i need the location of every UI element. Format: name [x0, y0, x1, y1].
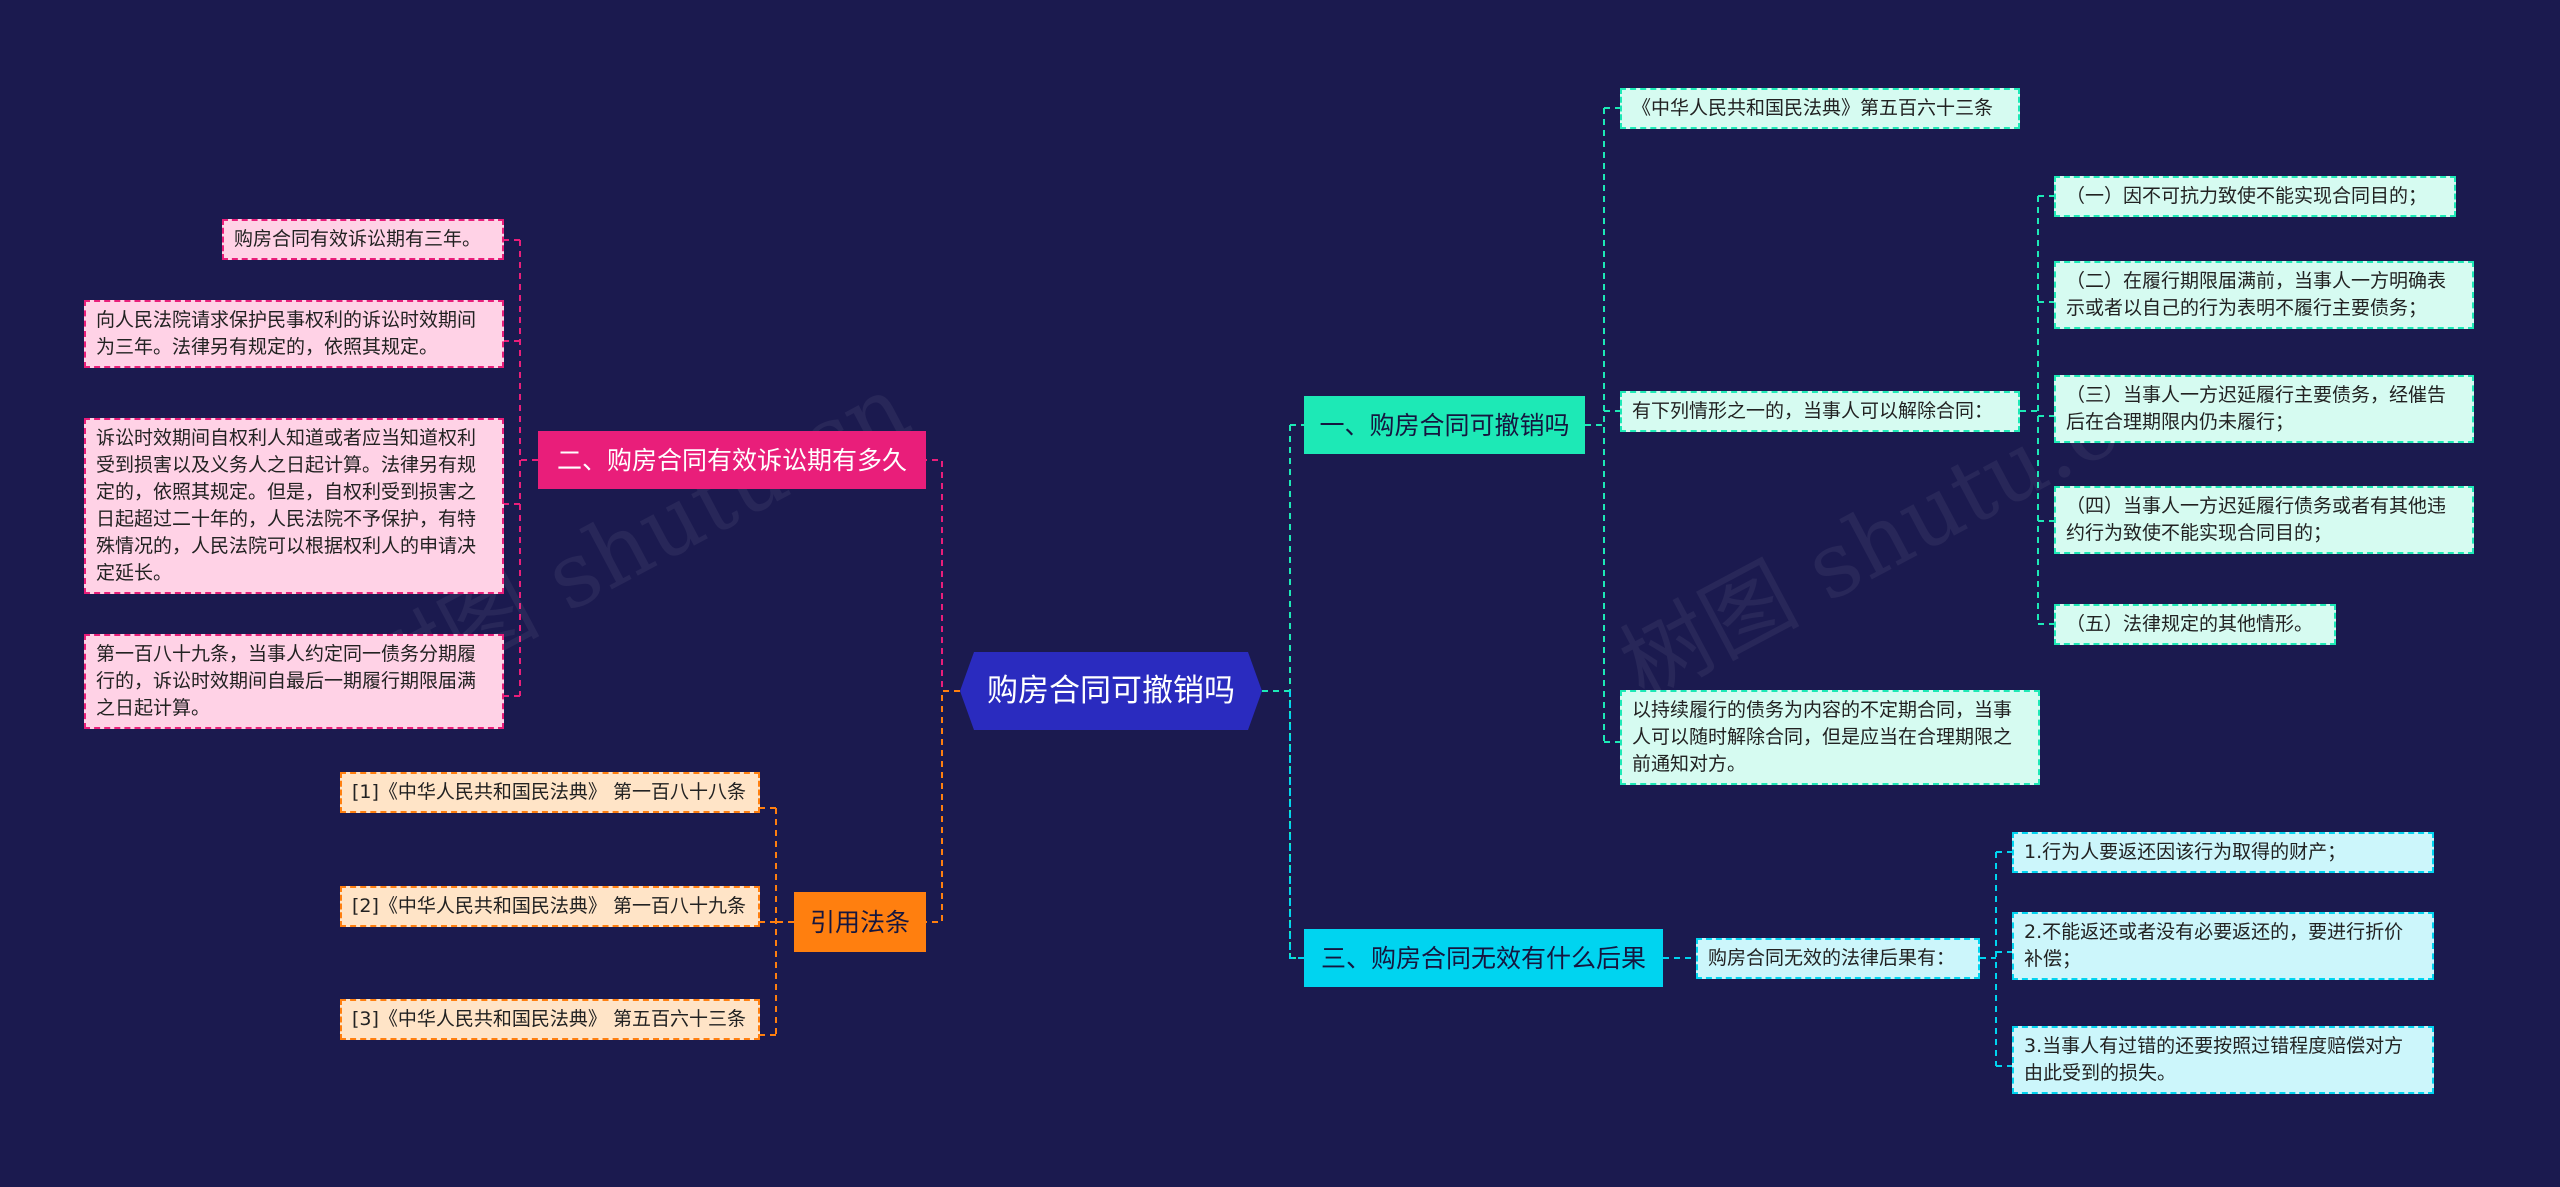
- b1-item-2[interactable]: （二）在履行期限届满前，当事人一方明确表示或者以自己的行为表明不履行主要债务；: [2054, 261, 2474, 329]
- connector-b2-items: [504, 239, 538, 697]
- b3-item-2-text: 2.不能返还或者没有必要返还的，要进行折价补偿；: [2024, 921, 2404, 970]
- branch-topic-3-label: 三、购房合同无效有什么后果: [1320, 943, 1646, 973]
- b1-item-5[interactable]: （五）法律规定的其他情形。: [2054, 604, 2336, 645]
- b2-item-1[interactable]: 购房合同有效诉讼期有三年。: [222, 219, 504, 260]
- b1-item-2-text: （二）在履行期限届满前，当事人一方明确表示或者以自己的行为表明不履行主要债务；: [2066, 270, 2447, 319]
- root-topic-label: 购房合同可撤销吗: [987, 672, 1235, 709]
- b1-law-text: 《中华人民共和国民法典》第五百六十三条: [1632, 97, 1994, 119]
- branch-topic-1[interactable]: 一、购房合同可撤销吗: [1304, 396, 1585, 454]
- b2-item-1-text: 购房合同有效诉讼期有三年。: [234, 228, 482, 250]
- b1-item-1[interactable]: （一）因不可抗力致使不能实现合同目的；: [2054, 176, 2456, 217]
- branch-topic-1-label: 一、购房合同可撤销吗: [1319, 410, 1570, 440]
- b4-item-2[interactable]: [2]《中华人民共和国民法典》 第一百八十九条: [340, 886, 760, 927]
- b2-item-3[interactable]: 诉讼时效期间自权利人知道或者应当知道权利受到损害以及义务人之日起计算。法律另有规…: [84, 418, 504, 594]
- b3-item-3-text: 3.当事人有过错的还要按照过错程度赔偿对方由此受到的损失。: [2024, 1035, 2404, 1084]
- connector-root-left-b2: [926, 459, 960, 692]
- b1-item-5-text: （五）法律规定的其他情形。: [2066, 613, 2314, 635]
- b1-tail[interactable]: 以持续履行的债务为内容的不定期合同，当事人可以随时解除合同，但是应当在合理期限之…: [1620, 690, 2040, 785]
- b1-intro-text: 有下列情形之一的，当事人可以解除合同：: [1632, 400, 1994, 422]
- branch-topic-2[interactable]: 二、购房合同有效诉讼期有多久: [538, 431, 926, 489]
- b4-item-2-text: [2]《中华人民共和国民法典》 第一百八十九条: [352, 895, 746, 917]
- b1-intro[interactable]: 有下列情形之一的，当事人可以解除合同：: [1620, 391, 2020, 432]
- b3-intro[interactable]: 购房合同无效的法律后果有：: [1696, 938, 1980, 979]
- branch-topic-4[interactable]: 引用法条: [794, 892, 926, 952]
- connector-b1-items: [2020, 195, 2054, 625]
- connector-b4-items: [760, 807, 794, 1036]
- branch-topic-3[interactable]: 三、购房合同无效有什么后果: [1304, 929, 1663, 987]
- b4-item-1[interactable]: [1]《中华人民共和国民法典》 第一百八十八条: [340, 772, 760, 813]
- b1-item-3-text: （三）当事人一方迟延履行主要债务，经催告后在合理期限内仍未履行；: [2066, 384, 2447, 433]
- b4-item-3-text: [3]《中华人民共和国民法典》 第五百六十三条: [352, 1008, 746, 1030]
- connector-b1-children: [1585, 107, 1620, 743]
- b3-item-1[interactable]: 1.行为人要返还因该行为取得的财产；: [2012, 832, 2434, 873]
- b2-item-2[interactable]: 向人民法院请求保护民事权利的诉讼时效期间为三年。法律另有规定的，依照其规定。: [84, 300, 504, 368]
- root-topic[interactable]: 购房合同可撤销吗: [960, 652, 1262, 730]
- b1-item-4[interactable]: （四）当事人一方迟延履行债务或者有其他违约行为致使不能实现合同目的；: [2054, 486, 2474, 554]
- b3-item-2[interactable]: 2.不能返还或者没有必要返还的，要进行折价补偿；: [2012, 912, 2434, 980]
- b2-item-2-text: 向人民法院请求保护民事权利的诉讼时效期间为三年。法律另有规定的，依照其规定。: [96, 309, 477, 358]
- branch-topic-2-label: 二、购房合同有效诉讼期有多久: [556, 445, 907, 475]
- b3-item-3[interactable]: 3.当事人有过错的还要按照过错程度赔偿对方由此受到的损失。: [2012, 1026, 2434, 1094]
- b1-law-reference[interactable]: 《中华人民共和国民法典》第五百六十三条: [1620, 88, 2020, 129]
- b2-item-4[interactable]: 第一百八十九条，当事人约定同一债务分期履行的，诉讼时效期间自最后一期履行期限届满…: [84, 634, 504, 729]
- connector-root-left-b4: [926, 690, 960, 923]
- connector-b3-items: [1980, 851, 2012, 1067]
- b3-item-1-text: 1.行为人要返还因该行为取得的财产；: [2024, 841, 2347, 863]
- b1-tail-text: 以持续履行的债务为内容的不定期合同，当事人可以随时解除合同，但是应当在合理期限之…: [1632, 699, 2013, 775]
- connector-root-right: [1262, 424, 1304, 959]
- b2-item-3-text: 诉讼时效期间自权利人知道或者应当知道权利受到损害以及义务人之日起计算。法律另有规…: [96, 427, 477, 584]
- b1-item-3[interactable]: （三）当事人一方迟延履行主要债务，经催告后在合理期限内仍未履行；: [2054, 375, 2474, 443]
- b4-item-3[interactable]: [3]《中华人民共和国民法典》 第五百六十三条: [340, 999, 760, 1040]
- b4-item-1-text: [1]《中华人民共和国民法典》 第一百八十八条: [352, 781, 746, 803]
- b1-item-4-text: （四）当事人一方迟延履行债务或者有其他违约行为致使不能实现合同目的；: [2066, 495, 2447, 544]
- branch-topic-4-label: 引用法条: [809, 907, 910, 937]
- b2-item-4-text: 第一百八十九条，当事人约定同一债务分期履行的，诉讼时效期间自最后一期履行期限届满…: [96, 643, 477, 719]
- b1-item-1-text: （一）因不可抗力致使不能实现合同目的；: [2066, 185, 2428, 207]
- connector-root-right-b3: [1289, 691, 1304, 959]
- b3-intro-text: 购房合同无效的法律后果有：: [1708, 947, 1956, 969]
